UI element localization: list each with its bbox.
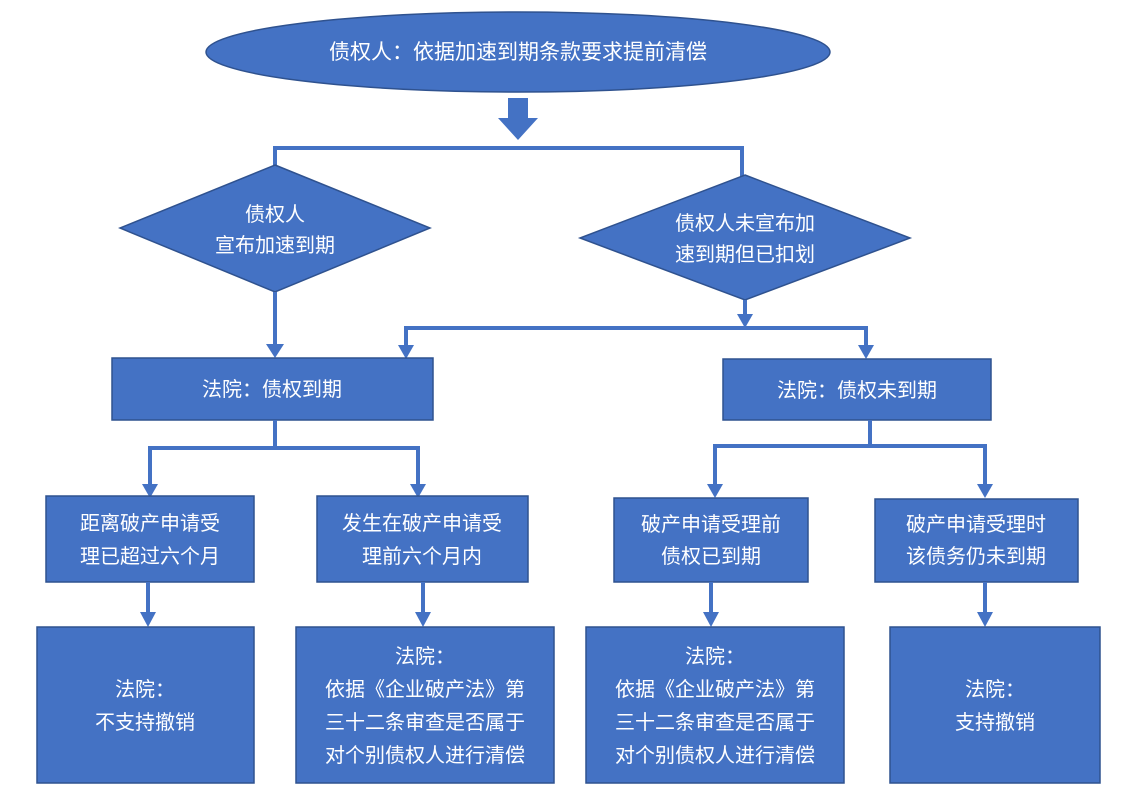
outcome-revoke-line-2: 支持撤销	[955, 710, 1035, 734]
decision-declared-line-2: 宣布加速到期	[215, 233, 335, 257]
arrow-head-not-matured-right	[977, 484, 993, 498]
condition-within-six-months-box	[316, 495, 529, 583]
connector-not-declared-split	[404, 326, 868, 348]
creditor-demand-text: 债权人：依据加速到期条款要求提前清偿	[329, 40, 707, 64]
outcome-revoke-box	[889, 626, 1101, 784]
court-matured-text: 法院：债权到期	[202, 377, 342, 401]
decision-not-declared-diamond	[577, 174, 913, 301]
decision-declared-diamond	[118, 164, 432, 293]
decision-not-declared-line-2: 速到期但已扣划	[675, 242, 815, 266]
outcome-review-box-2	[585, 626, 845, 784]
court-not-matured-text: 法院：债权未到期	[777, 378, 937, 402]
outcome-review-1-line-3: 三十二条审查是否属于	[325, 710, 525, 734]
condition-not-matured-at-filing-line-1: 破产申请受理时	[906, 512, 1046, 536]
outcome-review-2-line-1: 法院：	[685, 644, 745, 668]
outcome-no-revoke-box	[36, 626, 255, 784]
outcome-review-box-1	[295, 626, 555, 784]
decision-declared-line-1: 债权人	[245, 202, 305, 226]
arrow-head-declared-to-court	[266, 344, 284, 358]
arrow-head-matured-right	[410, 484, 426, 498]
condition-matured-before-filing-line-2: 债权已到期	[661, 544, 761, 568]
arrow-head-matured-left	[142, 484, 158, 498]
condition-matured-before-filing-box	[613, 497, 809, 583]
arrow-head-matured-before-filing	[703, 612, 719, 627]
outcome-review-2-line-4: 对个别债权人进行清偿	[615, 743, 815, 767]
outcome-revoke-line-1: 法院：	[965, 677, 1025, 701]
connector-matured-split	[148, 446, 420, 485]
arrow-head-not-matured-at-filing	[977, 612, 993, 627]
condition-over-six-months-box	[45, 495, 255, 583]
outcome-review-1-line-2: 依据《企业破产法》第	[325, 677, 525, 701]
condition-over-six-months-line-2: 理已超过六个月	[80, 544, 220, 568]
condition-within-six-months-line-2: 理前六个月内	[362, 544, 482, 568]
connector-not-matured-split	[713, 444, 987, 485]
outcome-review-1-line-4: 对个别债权人进行清偿	[325, 743, 525, 767]
arrow-head-not-declared-down	[737, 314, 753, 328]
outcome-no-revoke-line-2: 不支持撤销	[95, 710, 195, 734]
block-arrow-down	[498, 98, 538, 140]
arrow-head-not-matured-left	[707, 484, 723, 498]
arrow-head-split-left	[398, 345, 414, 359]
connector-top-split	[273, 146, 744, 178]
creditor-demand-ellipse	[205, 11, 831, 93]
outcome-no-revoke-line-1: 法院：	[115, 677, 175, 701]
court-not-matured-box	[722, 358, 992, 421]
arrow-head-within-six-months	[415, 612, 431, 627]
outcome-review-1-line-1: 法院：	[395, 644, 455, 668]
court-matured-box	[111, 357, 434, 421]
condition-not-matured-at-filing-box	[874, 498, 1079, 583]
arrow-head-over-six-months	[140, 612, 156, 627]
outcome-review-2-line-2: 依据《企业破产法》第	[615, 677, 815, 701]
arrow-head-split-right	[858, 345, 874, 359]
decision-not-declared-line-1: 债权人未宣布加	[675, 211, 815, 235]
outcome-review-2-line-3: 三十二条审查是否属于	[615, 710, 815, 734]
condition-over-six-months-line-1: 距离破产申请受	[80, 511, 220, 535]
condition-not-matured-at-filing-line-2: 该债务仍未到期	[906, 544, 1046, 568]
condition-within-six-months-line-1: 发生在破产申请受	[342, 511, 502, 535]
condition-matured-before-filing-line-1: 破产申请受理前	[641, 512, 781, 536]
